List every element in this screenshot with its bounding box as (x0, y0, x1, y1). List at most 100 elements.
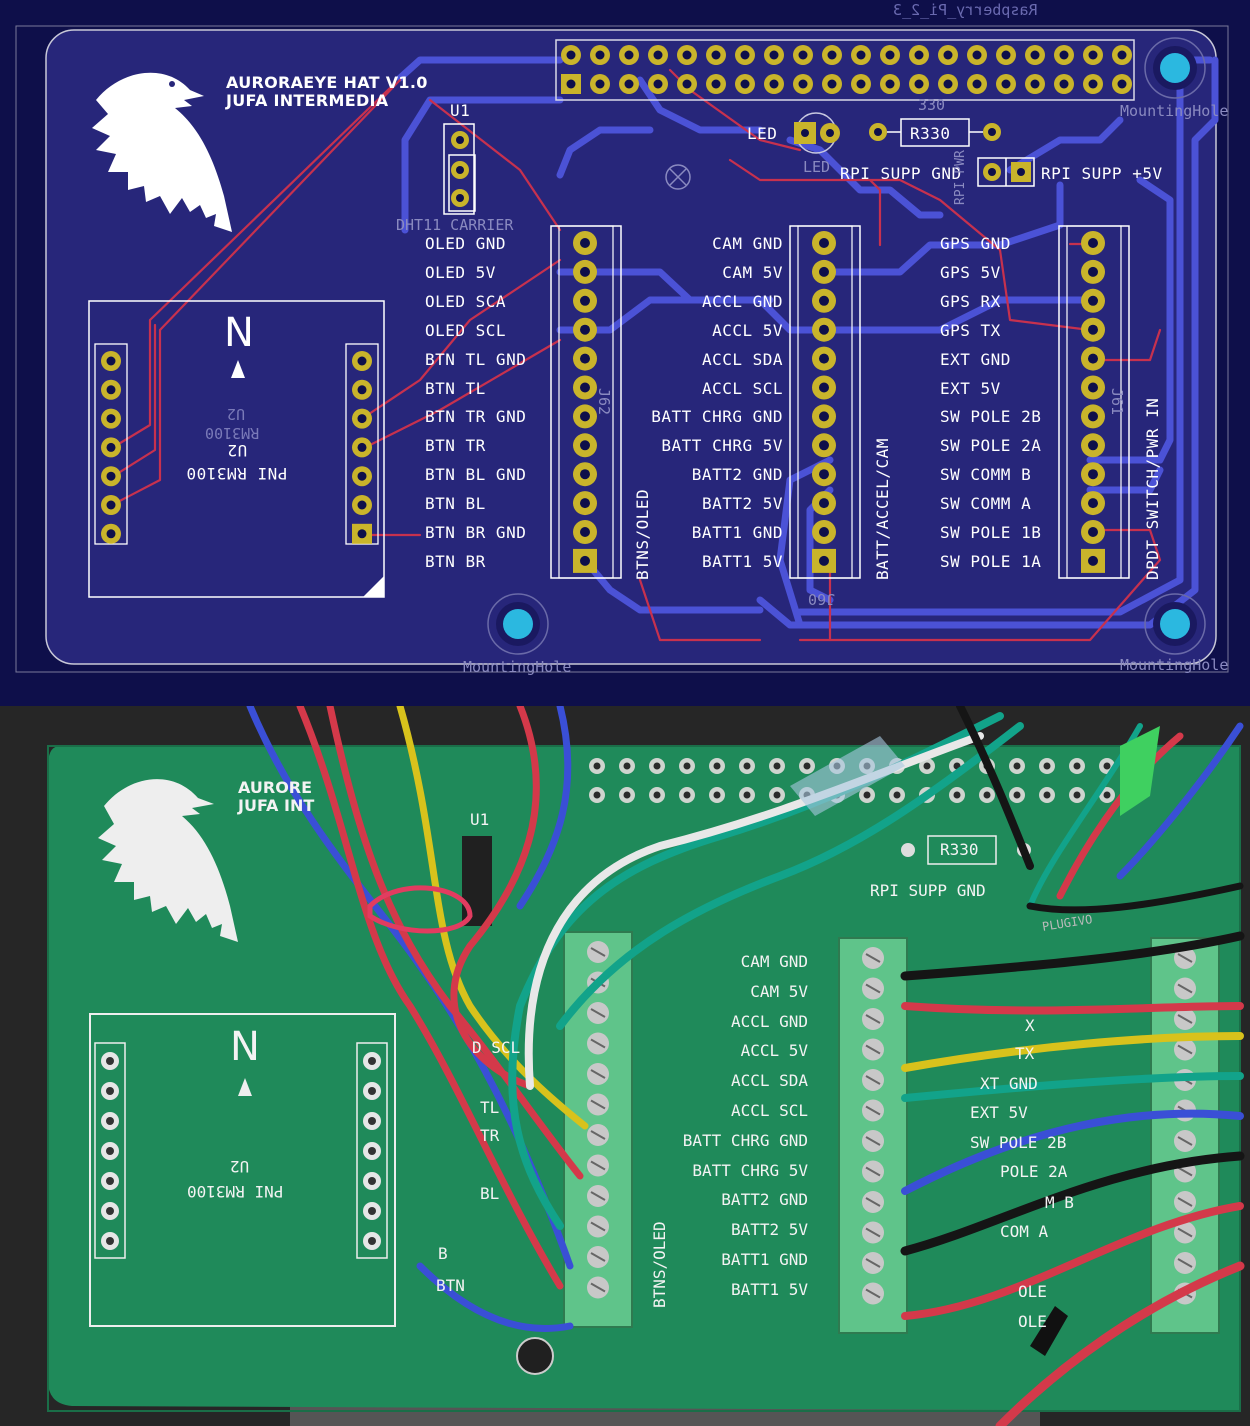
u2-fab-value: RM3100 (205, 424, 260, 442)
photo-wire (900, 931, 1245, 981)
terminal-inner (797, 225, 853, 579)
terminal-pad-hole (819, 382, 829, 393)
pin-label: EXT 5V (940, 378, 1001, 398)
photo-pin-label: B (438, 1244, 448, 1263)
photo-compass-arrow (238, 1078, 252, 1096)
mounting-hole-ring (1144, 37, 1206, 99)
photo-terminal-slot (590, 947, 606, 957)
terminal-pad-hole (819, 527, 829, 537)
photo-wire (901, 1202, 1244, 1320)
terminal-pad-hole (819, 469, 829, 480)
gpio-pad-hole (1059, 79, 1069, 89)
gpio-pad-hole (653, 50, 663, 60)
pin-label: BATT CHRG 5V (661, 436, 783, 456)
resistor-label: R330 (910, 124, 951, 143)
photo-header-hole (1103, 762, 1111, 770)
terminal-pad-hole (580, 324, 590, 335)
back-copper-trace (636, 76, 764, 134)
pin-label: BATT1 5V (730, 1279, 808, 1299)
u2-pad-hole (357, 529, 367, 539)
pcb-layout-view: Raspberry_Pi_2_3 AURORAEYE HAT V1.0 JUFA… (0, 0, 1250, 706)
front-copper-trace (110, 78, 402, 507)
terminal-pad-hole (580, 411, 590, 422)
photo-terminal-slot (1177, 1258, 1193, 1268)
photo-wire (900, 1151, 1245, 1256)
photo-board-title: AURORE (238, 778, 313, 797)
gpio-pad-hole (914, 50, 924, 60)
photo-green-zip-tie (1120, 726, 1160, 816)
gpio-pad-hole (566, 50, 576, 60)
gpio-pad-hole (1001, 50, 1011, 60)
resistor-value: 330 (918, 96, 946, 114)
photo-header-hole (863, 791, 871, 799)
gpio-pad-hole (856, 50, 866, 60)
photo-terminal-slot (865, 1258, 881, 1268)
pin-label: ACCL SDA (730, 1071, 808, 1091)
photo-u2-hole (106, 1087, 114, 1095)
pin-label: BTN TR (425, 436, 486, 456)
photo-resistor-label: R330 (940, 840, 979, 859)
back-copper-trace (401, 96, 564, 234)
photo-u2-outline (89, 1013, 396, 1327)
eagle-logo (92, 72, 232, 232)
photo-u2-pin-outline (94, 1042, 126, 1259)
terminal-pad-hole (580, 295, 590, 306)
photo-header-hole (1043, 791, 1051, 799)
photo-pin-label: TL (480, 1098, 500, 1117)
photo-u2-hole (106, 1117, 114, 1125)
pin-label: GPS RX (940, 291, 1001, 311)
j62-fab-label: J62 (595, 388, 613, 416)
pin-label: BATT2 5V (730, 1220, 808, 1240)
gpio-pad-hole (1059, 50, 1069, 60)
mounting-hole-label-tr: MountingHole (1120, 102, 1229, 120)
front-copper-trace (358, 338, 562, 452)
gpio-pad-hole (972, 79, 982, 89)
gpio-pad-hole (682, 50, 692, 60)
led-fab-label: LED (803, 158, 831, 176)
mounting-hole-ring (487, 593, 549, 655)
photo-wire (1116, 722, 1244, 880)
back-copper-trace (1006, 116, 1124, 174)
u2-part-name: PNI RM3100 (186, 464, 288, 483)
pin-label: BATT1 GND (691, 523, 783, 542)
terminal-pad-hole (819, 295, 829, 306)
terminal-pad-hole (580, 266, 590, 277)
gpio-pad-hole (740, 79, 750, 89)
photo-terminal-slot (590, 1038, 606, 1049)
terminal-pad-hole (1088, 469, 1098, 480)
terminal-pad-hole (819, 498, 829, 509)
pin-label: SW COMM B (940, 465, 1032, 485)
photo-wire (416, 1262, 574, 1332)
pin-label: BATT2 GND (721, 1190, 808, 1210)
compass-north-label: N (224, 310, 255, 356)
photo-wire (450, 706, 540, 1090)
photo-heatshrink (1030, 1306, 1068, 1356)
mounting-hole-drill (1160, 53, 1190, 83)
pin-label: BATT1 GND (721, 1250, 808, 1269)
back-copper-trace (756, 56, 1219, 629)
compass-arrow (231, 360, 245, 378)
terminal-pad-hole (819, 411, 829, 422)
dpdt-switch-label: DPDT SWITCH/PWR IN (1143, 397, 1162, 580)
pcb-canvas (15, 25, 1229, 673)
board-outline (45, 29, 1217, 665)
gpio-pad-hole (769, 50, 779, 60)
photo-header-hole (1013, 791, 1021, 799)
photo-terminal-slot (1177, 1166, 1193, 1177)
photo-terminal-slot (1177, 1136, 1193, 1146)
photo-wire (956, 706, 1034, 870)
back-copper-trace (581, 556, 764, 614)
u2-pad-hole (357, 500, 367, 510)
photo-terminal-slot (865, 1105, 881, 1116)
photo-resistor-pad (901, 843, 915, 857)
photo-header-hole (1013, 762, 1021, 770)
photo-pin-label: BTN (436, 1276, 465, 1295)
terminal-inner (558, 225, 614, 579)
terminal-pad-hole (1088, 324, 1098, 335)
photo-header-hole (893, 791, 901, 799)
gpio-pad-hole (827, 50, 837, 60)
photo-u2-hole (106, 1237, 114, 1245)
gpio-pad-hole (711, 50, 721, 60)
photo-wire (326, 706, 584, 1180)
photo-header-hole (1103, 791, 1111, 799)
